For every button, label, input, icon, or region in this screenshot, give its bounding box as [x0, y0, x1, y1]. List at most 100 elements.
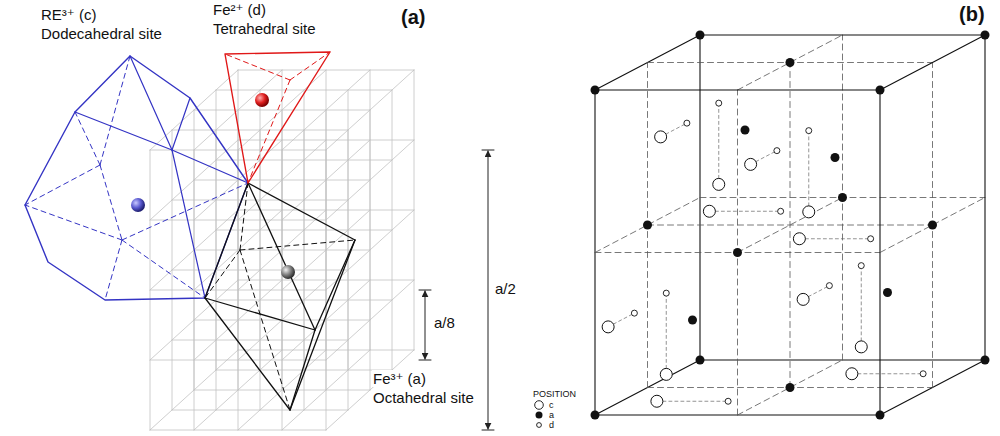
a-site-atom — [643, 221, 652, 230]
panel-letter: (a) — [400, 6, 426, 29]
legend-entry: d — [532, 420, 554, 430]
octahedron-edge — [248, 183, 355, 240]
d-site-atom — [920, 371, 926, 377]
dimension-tick — [482, 430, 494, 431]
legend-swatch — [532, 400, 546, 410]
c-site-atom — [602, 321, 614, 333]
bond-line — [808, 131, 809, 212]
grid-line — [238, 140, 414, 141]
dimension-arrow — [488, 151, 489, 429]
legend-symbol — [536, 412, 543, 419]
dodecahedron-hidden-edge — [100, 56, 130, 165]
a-site-atom — [696, 356, 705, 365]
bond-line — [709, 211, 780, 212]
grid-line — [238, 70, 326, 150]
grid-line — [216, 90, 392, 91]
tetrahedron-outline — [225, 52, 330, 183]
a-site-atom — [688, 316, 697, 325]
tetrahedron-hidden-edge — [290, 52, 330, 80]
a-site-atom — [981, 356, 990, 365]
site-ion-label: RE³⁺ (c) — [40, 6, 97, 23]
dodecahedron-edge — [172, 150, 248, 183]
d-site-atom — [868, 236, 874, 242]
d-site-atom — [663, 290, 669, 296]
dimension-arrow — [425, 291, 426, 359]
bond-line — [799, 238, 870, 239]
tetrahedral-iron-ion — [255, 93, 269, 107]
site-name-label: Dodecahedral site — [40, 25, 163, 42]
site-name-label: Tetrahedral site — [212, 20, 317, 37]
grid-line — [216, 160, 392, 161]
bond-line — [718, 103, 719, 184]
legend-text: d — [549, 420, 554, 430]
d-site-atom — [631, 310, 637, 316]
octahedron-edge — [248, 183, 315, 330]
cell-line — [700, 34, 985, 35]
bond-line — [666, 293, 667, 374]
cell-line — [595, 89, 880, 90]
d-site-atom — [806, 128, 812, 134]
d-site-atom — [858, 263, 864, 269]
grid-line — [238, 280, 414, 281]
octahedral-iron-ion — [281, 265, 295, 279]
tetrahedron-hidden-edge — [225, 54, 290, 80]
dimension-label: a/8 — [433, 314, 456, 331]
octahedron-hidden-edge — [240, 183, 248, 250]
dodecahedron-edge — [172, 98, 190, 150]
dimension-label: a/2 — [494, 280, 517, 297]
a-site-atom — [591, 411, 600, 420]
cell-line — [984, 35, 985, 360]
dimension-tick — [482, 150, 494, 151]
dodecahedron-hidden-edge — [105, 240, 122, 300]
dodecahedron-hidden-edge — [122, 240, 205, 298]
legend-text: a — [549, 410, 554, 420]
c-site-atom — [797, 293, 809, 305]
dodecahedron-hidden-edge — [25, 165, 100, 205]
a-site-atom — [981, 31, 990, 40]
grid-line — [326, 140, 414, 220]
c-site-atom — [793, 233, 805, 245]
cell-line — [738, 198, 843, 253]
legend-heading: POSITION — [532, 389, 577, 399]
dodecahedron-outline — [25, 56, 248, 300]
d-site-atom — [684, 120, 690, 126]
d-site-atom — [826, 283, 832, 289]
octahedron-edge — [290, 330, 315, 410]
legend-entry: c — [532, 400, 554, 410]
grid-line — [414, 70, 415, 350]
a-site-atom — [696, 31, 705, 40]
a-site-atom — [831, 153, 840, 162]
legend-symbol — [537, 423, 542, 428]
d-site-atom — [716, 100, 722, 106]
octahedron-hidden-edge — [205, 250, 240, 298]
octahedron-edge — [205, 183, 248, 298]
a-site-atom — [786, 383, 795, 392]
cell-line — [738, 360, 843, 415]
legend-text: c — [549, 400, 554, 410]
dodecahedron-edge — [75, 112, 172, 150]
c-site-atom — [660, 368, 672, 380]
octahedron-hidden-edge — [240, 240, 355, 250]
a-site-atom — [876, 411, 885, 420]
dimension-tick — [419, 290, 431, 291]
legend-swatch — [532, 410, 546, 420]
cell-line — [790, 63, 791, 388]
grid-line — [370, 110, 371, 390]
dodecahedron-edge — [172, 150, 205, 298]
site-ion-label: Fe³⁺ (a) — [372, 370, 427, 387]
c-site-atom — [803, 206, 815, 218]
cell-line — [595, 198, 700, 253]
bond-line — [657, 401, 728, 402]
dodecahedron-hidden-edge — [122, 183, 248, 240]
panel-letter: (b) — [958, 3, 986, 26]
grid-line — [282, 70, 370, 150]
grid-line — [392, 90, 393, 370]
d-site-atom — [778, 208, 784, 214]
a-site-atom — [741, 126, 750, 135]
a-site-atom — [733, 248, 742, 257]
site-name-label: Octahedral site — [372, 389, 475, 406]
c-site-atom — [655, 131, 667, 143]
dodecahedron-hidden-edge — [100, 165, 122, 240]
